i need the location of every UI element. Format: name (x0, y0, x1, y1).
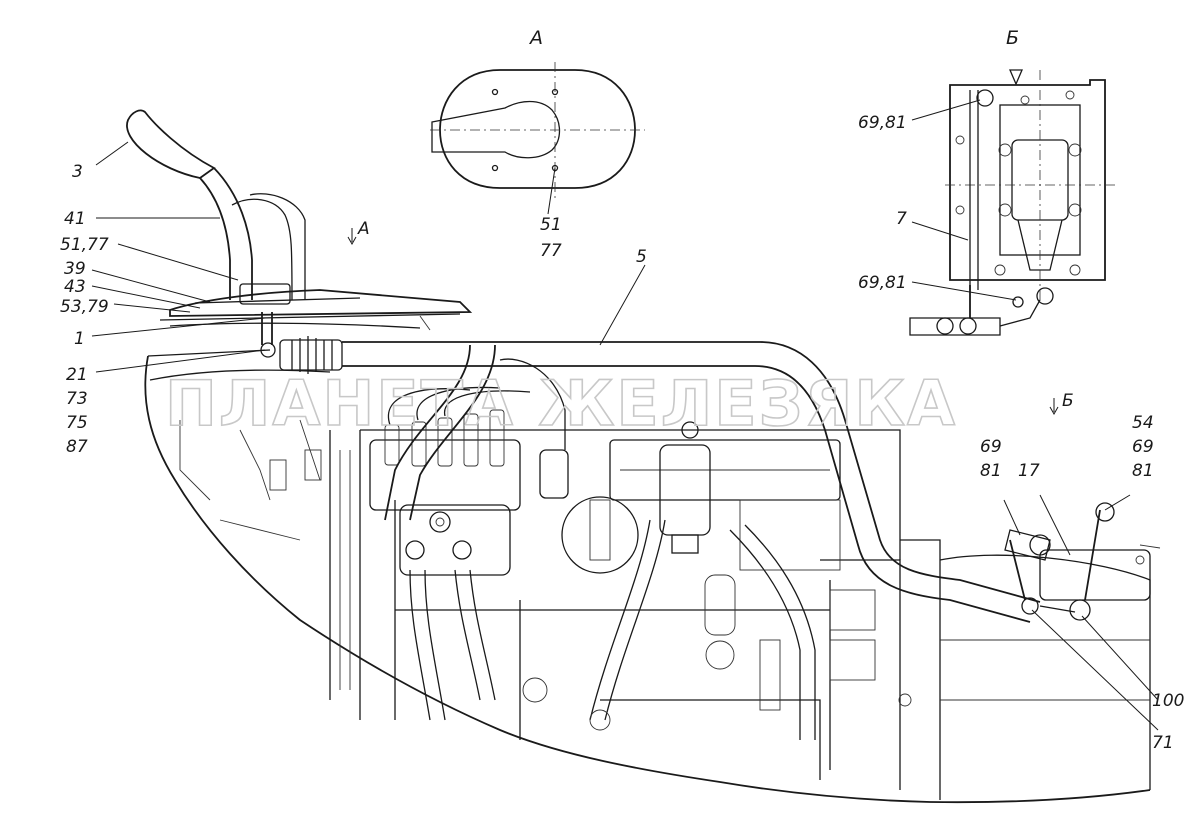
shift-rod (279, 336, 1041, 623)
watermark: ПЛАНЕТА ЖЕЛЕЗЯКА (165, 367, 957, 440)
callout-54: 54 (1132, 413, 1154, 433)
view-b-title: Б (1006, 27, 1019, 49)
callout-73: 73 (66, 389, 88, 409)
callout-69-81-top: 69,81 (858, 113, 907, 133)
arrow-b-label: Б (1062, 391, 1074, 411)
view-a-title: А (528, 27, 543, 49)
callout-77: 77 (540, 241, 562, 261)
callout-21: 21 (66, 365, 88, 385)
callout-17: 17 (1018, 461, 1040, 481)
callout-87: 87 (66, 437, 88, 457)
callout-69b: 69 (1132, 437, 1154, 457)
callout-100: 100 (1152, 691, 1184, 711)
callout-69: 69 (980, 437, 1002, 457)
gear-lever (126, 109, 473, 358)
callout-43: 43 (64, 277, 86, 297)
gearbox-linkage (1004, 502, 1161, 621)
view-b-detail (909, 69, 1115, 336)
callout-75: 75 (66, 413, 88, 433)
engine-assembly (144, 349, 1151, 804)
leader-lines (91, 99, 1159, 731)
callouts: 3 41 51,77 39 43 53,79 1 21 73 75 87 5 5… (60, 113, 1184, 753)
callout-69-81-mid: 69,81 (858, 273, 907, 293)
callout-7: 7 (896, 209, 907, 229)
callout-51: 51 (540, 215, 562, 235)
callout-53-79: 53,79 (60, 297, 109, 317)
callout-51-77: 51,77 (60, 235, 109, 255)
view-a-detail (430, 62, 645, 198)
callout-5: 5 (636, 247, 647, 267)
callout-81b: 81 (1132, 461, 1154, 481)
view-arrows: А Б (347, 219, 1074, 416)
callout-1: 1 (74, 329, 85, 349)
callout-41: 41 (64, 209, 86, 229)
callout-39: 39 (64, 259, 86, 279)
callout-3: 3 (72, 162, 83, 182)
callout-71: 71 (1152, 733, 1174, 753)
arrow-a-label: А (357, 219, 370, 239)
callout-81: 81 (980, 461, 1002, 481)
